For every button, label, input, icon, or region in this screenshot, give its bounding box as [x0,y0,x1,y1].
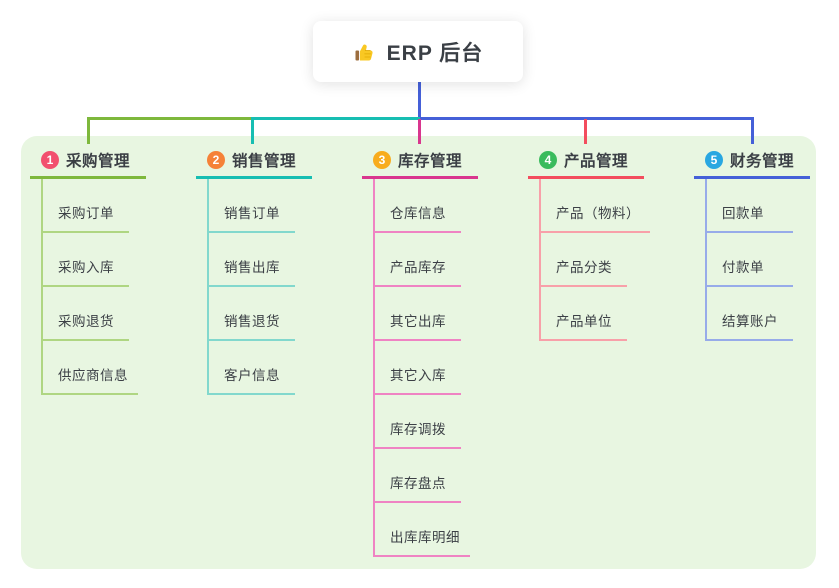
child-label: 供应商信息 [43,364,138,395]
branch-label: 产品管理 [564,153,629,170]
branch-label: 库存管理 [398,153,463,170]
child-label: 采购退货 [43,310,129,341]
connector-root-vertical [418,82,421,118]
branch-number-badge: 5 [705,151,723,169]
child-node: 库存盘点 [375,449,478,503]
child-label: 产品分类 [541,256,627,287]
child-label: 销售退货 [209,310,295,341]
root-title: ERP 后台 [386,41,484,65]
child-label: 其它入库 [375,364,461,395]
child-node: 采购入库 [43,233,146,287]
branch-number-badge: 2 [207,151,225,169]
connector-stub-inventory [418,119,421,144]
branch-number-badge: 1 [41,151,59,169]
branch-children: 回款单付款单结算账户 [705,179,810,341]
child-node: 产品分类 [541,233,650,287]
child-label: 销售出库 [209,256,295,287]
connector-bus-green [87,117,254,120]
child-label: 采购订单 [43,202,129,233]
branch-node: 3 库存管理 [373,147,478,173]
child-node: 客户信息 [209,341,312,395]
child-node: 出库库明细 [375,503,478,557]
child-label: 客户信息 [209,364,295,395]
child-label: 其它出库 [375,310,461,341]
branch-column: 5 财务管理回款单付款单结算账户 [694,147,810,341]
child-node: 销售订单 [209,179,312,233]
child-label: 回款单 [707,202,793,233]
branch-label: 财务管理 [730,153,795,170]
child-label: 出库库明细 [375,526,470,557]
branches-panel [21,136,816,569]
branch-column: 2 销售管理销售订单销售出库销售退货客户信息 [196,147,312,395]
child-label: 库存调拨 [375,418,461,449]
child-label: 付款单 [707,256,793,287]
branch-underline [30,176,146,179]
branch-children: 产品（物料） 产品分类产品单位 [539,179,650,341]
child-label: 库存盘点 [375,472,461,503]
branch-column: 1 采购管理采购订单采购入库采购退货供应商信息 [30,147,146,395]
branch-children: 采购订单采购入库采购退货供应商信息 [41,179,146,395]
child-node: 仓库信息 [375,179,478,233]
child-node: 付款单 [707,233,810,287]
branch-label: 销售管理 [232,153,297,170]
branch-children: 仓库信息产品库存其它出库其它入库库存调拨库存盘点出库库明细 [373,179,478,557]
child-node: 结算账户 [707,287,810,341]
branch-label: 采购管理 [66,153,131,170]
child-node: 销售退货 [209,287,312,341]
branch-underline [196,176,312,179]
branch-column: 3 库存管理仓库信息产品库存其它出库其它入库库存调拨库存盘点出库库明细 [362,147,478,557]
child-label: 销售订单 [209,202,295,233]
connector-bus-teal [254,117,420,120]
child-label: 采购入库 [43,256,129,287]
connector-bus-blue [420,117,754,120]
branch-node: 4 产品管理 [539,147,650,173]
child-node: 产品单位 [541,287,650,341]
branch-column: 4 产品管理产品（物料） 产品分类产品单位 [528,147,650,341]
branch-node: 5 财务管理 [705,147,810,173]
child-label: 产品（物料） [541,202,650,233]
connector-stub-product [584,119,587,144]
branch-underline [362,176,478,179]
branch-underline [528,176,644,179]
branch-number-badge: 3 [373,151,391,169]
child-node: 采购订单 [43,179,146,233]
root-node: ERP 后台 [313,21,523,82]
child-node: 产品（物料） [541,179,650,233]
child-node: 产品库存 [375,233,478,287]
connector-stub-finance [751,117,754,144]
child-node: 供应商信息 [43,341,146,395]
branch-number-badge: 4 [539,151,557,169]
branch-node: 1 采购管理 [41,147,146,173]
child-node: 采购退货 [43,287,146,341]
connector-stub-sales [251,117,254,144]
child-node: 其它入库 [375,341,478,395]
child-label: 结算账户 [707,310,793,341]
branch-underline [694,176,810,179]
thumbs-up-icon [353,40,377,64]
connector-stub-purchase [87,117,90,144]
child-node: 销售出库 [209,233,312,287]
child-label: 仓库信息 [375,202,461,233]
child-label: 产品单位 [541,310,627,341]
child-label: 产品库存 [375,256,461,287]
branch-node: 2 销售管理 [207,147,312,173]
child-node: 回款单 [707,179,810,233]
child-node: 库存调拨 [375,395,478,449]
child-node: 其它出库 [375,287,478,341]
branch-children: 销售订单销售出库销售退货客户信息 [207,179,312,395]
